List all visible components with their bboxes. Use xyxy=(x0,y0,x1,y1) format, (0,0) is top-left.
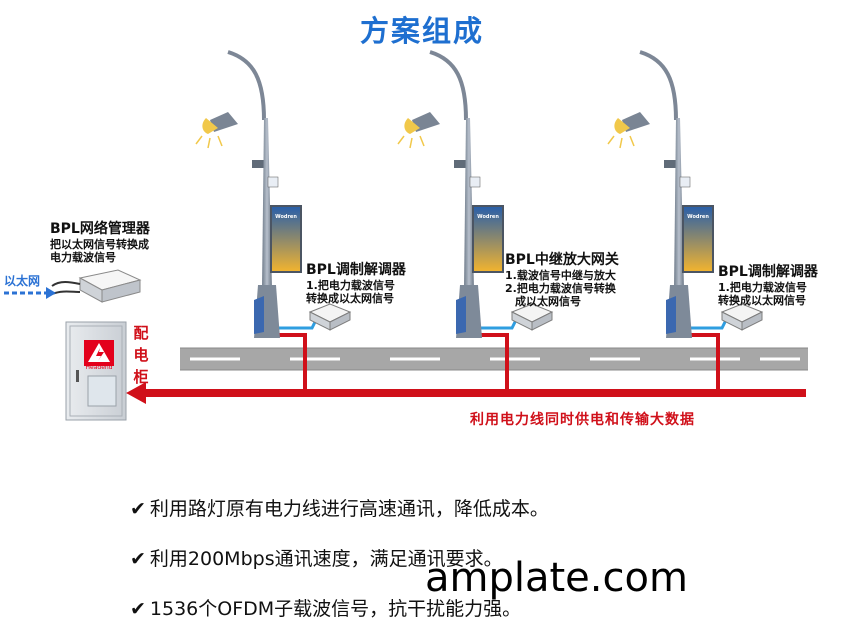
network-manager-device xyxy=(51,269,142,303)
modem-left-title: BPL调制解调器 xyxy=(306,262,406,278)
ethernet-tag: 以太网 xyxy=(4,274,41,288)
check-icon: ✔ xyxy=(130,498,146,520)
repeater-line-2: 2.把电力载波信号转换 xyxy=(505,282,616,295)
cabinet-label-char-1: 配 xyxy=(133,324,149,342)
ethernet-arrow xyxy=(4,287,56,299)
feature-item-1: ✔利用路灯原有电力线进行高速通讯，降低成本。 xyxy=(130,494,549,521)
display-brand-1: Wodren xyxy=(275,214,297,220)
modem-box-3 xyxy=(720,303,764,331)
street-lamp-3 xyxy=(607,50,714,338)
cabinet-label: 配 电 柜 xyxy=(132,322,150,388)
manager-title: BPL网络管理器 xyxy=(50,221,150,237)
watermark: amplate.com xyxy=(425,555,688,601)
feature-text-3: 1536个OFDM子载波信号，抗干扰能力强。 xyxy=(149,598,522,620)
feature-text-1: 利用路灯原有电力线进行高速通讯，降低成本。 xyxy=(149,498,549,520)
check-icon: ✔ xyxy=(130,598,146,620)
modem-left-line-1: 1.把电力载波信号 xyxy=(306,279,395,292)
cabinet-label-char-3: 柜 xyxy=(133,368,149,386)
road xyxy=(180,347,808,371)
display-brand-3: Wodren xyxy=(687,214,709,220)
manager-line-2: 电力载波信号 xyxy=(50,251,116,264)
repeater-line-3: 成以太网信号 xyxy=(515,295,581,308)
power-line xyxy=(126,333,806,404)
modem-box-1 xyxy=(308,303,352,331)
feature-item-3: ✔1536个OFDM子载波信号，抗干扰能力强。 xyxy=(130,594,521,621)
modem-right-line-1: 1.把电力载波信号 xyxy=(718,281,807,294)
manager-line-1: 把以太网信号转换成 xyxy=(50,238,149,251)
street-lamp-2 xyxy=(397,50,504,338)
power-caption: 利用电力线同时供电和传输大数据 xyxy=(470,412,695,428)
manager-label: BPL网络管理器 把以太网信号转换成 电力载波信号 xyxy=(50,218,150,264)
display-brand-2: Wodren xyxy=(477,214,499,220)
feature-item-2: ✔利用200Mbps通讯速度，满足通讯要求。 xyxy=(130,544,503,571)
feature-text-2: 利用200Mbps通讯速度，满足通讯要求。 xyxy=(149,548,503,570)
modem-left-line-2: 转换成以太网信号 xyxy=(306,292,394,305)
repeater-label: BPL中继放大网关 1.载波信号中继与放大 2.把电力载波信号转换 成以太网信号 xyxy=(505,249,619,308)
repeater-title: BPL中继放大网关 xyxy=(505,252,619,268)
modem-right-title: BPL调制解调器 xyxy=(718,264,818,280)
street-lamp-1 xyxy=(195,50,302,338)
cabinet-label-char-2: 电 xyxy=(133,346,149,364)
check-icon: ✔ xyxy=(130,548,146,570)
modem-right-line-2: 转换成以太网信号 xyxy=(718,294,806,307)
modem-right-label: BPL调制解调器 1.把电力载波信号 转换成以太网信号 xyxy=(718,261,818,307)
repeater-line-1: 1.载波信号中继与放大 xyxy=(505,269,616,282)
modem-left-label: BPL调制解调器 1.把电力载波信号 转换成以太网信号 xyxy=(306,259,406,305)
modem-box-2 xyxy=(510,303,554,331)
cabinet-sign-text: Headend xyxy=(85,364,113,371)
distribution-cabinet xyxy=(65,321,127,421)
page-title: 方案组成 xyxy=(359,14,484,48)
